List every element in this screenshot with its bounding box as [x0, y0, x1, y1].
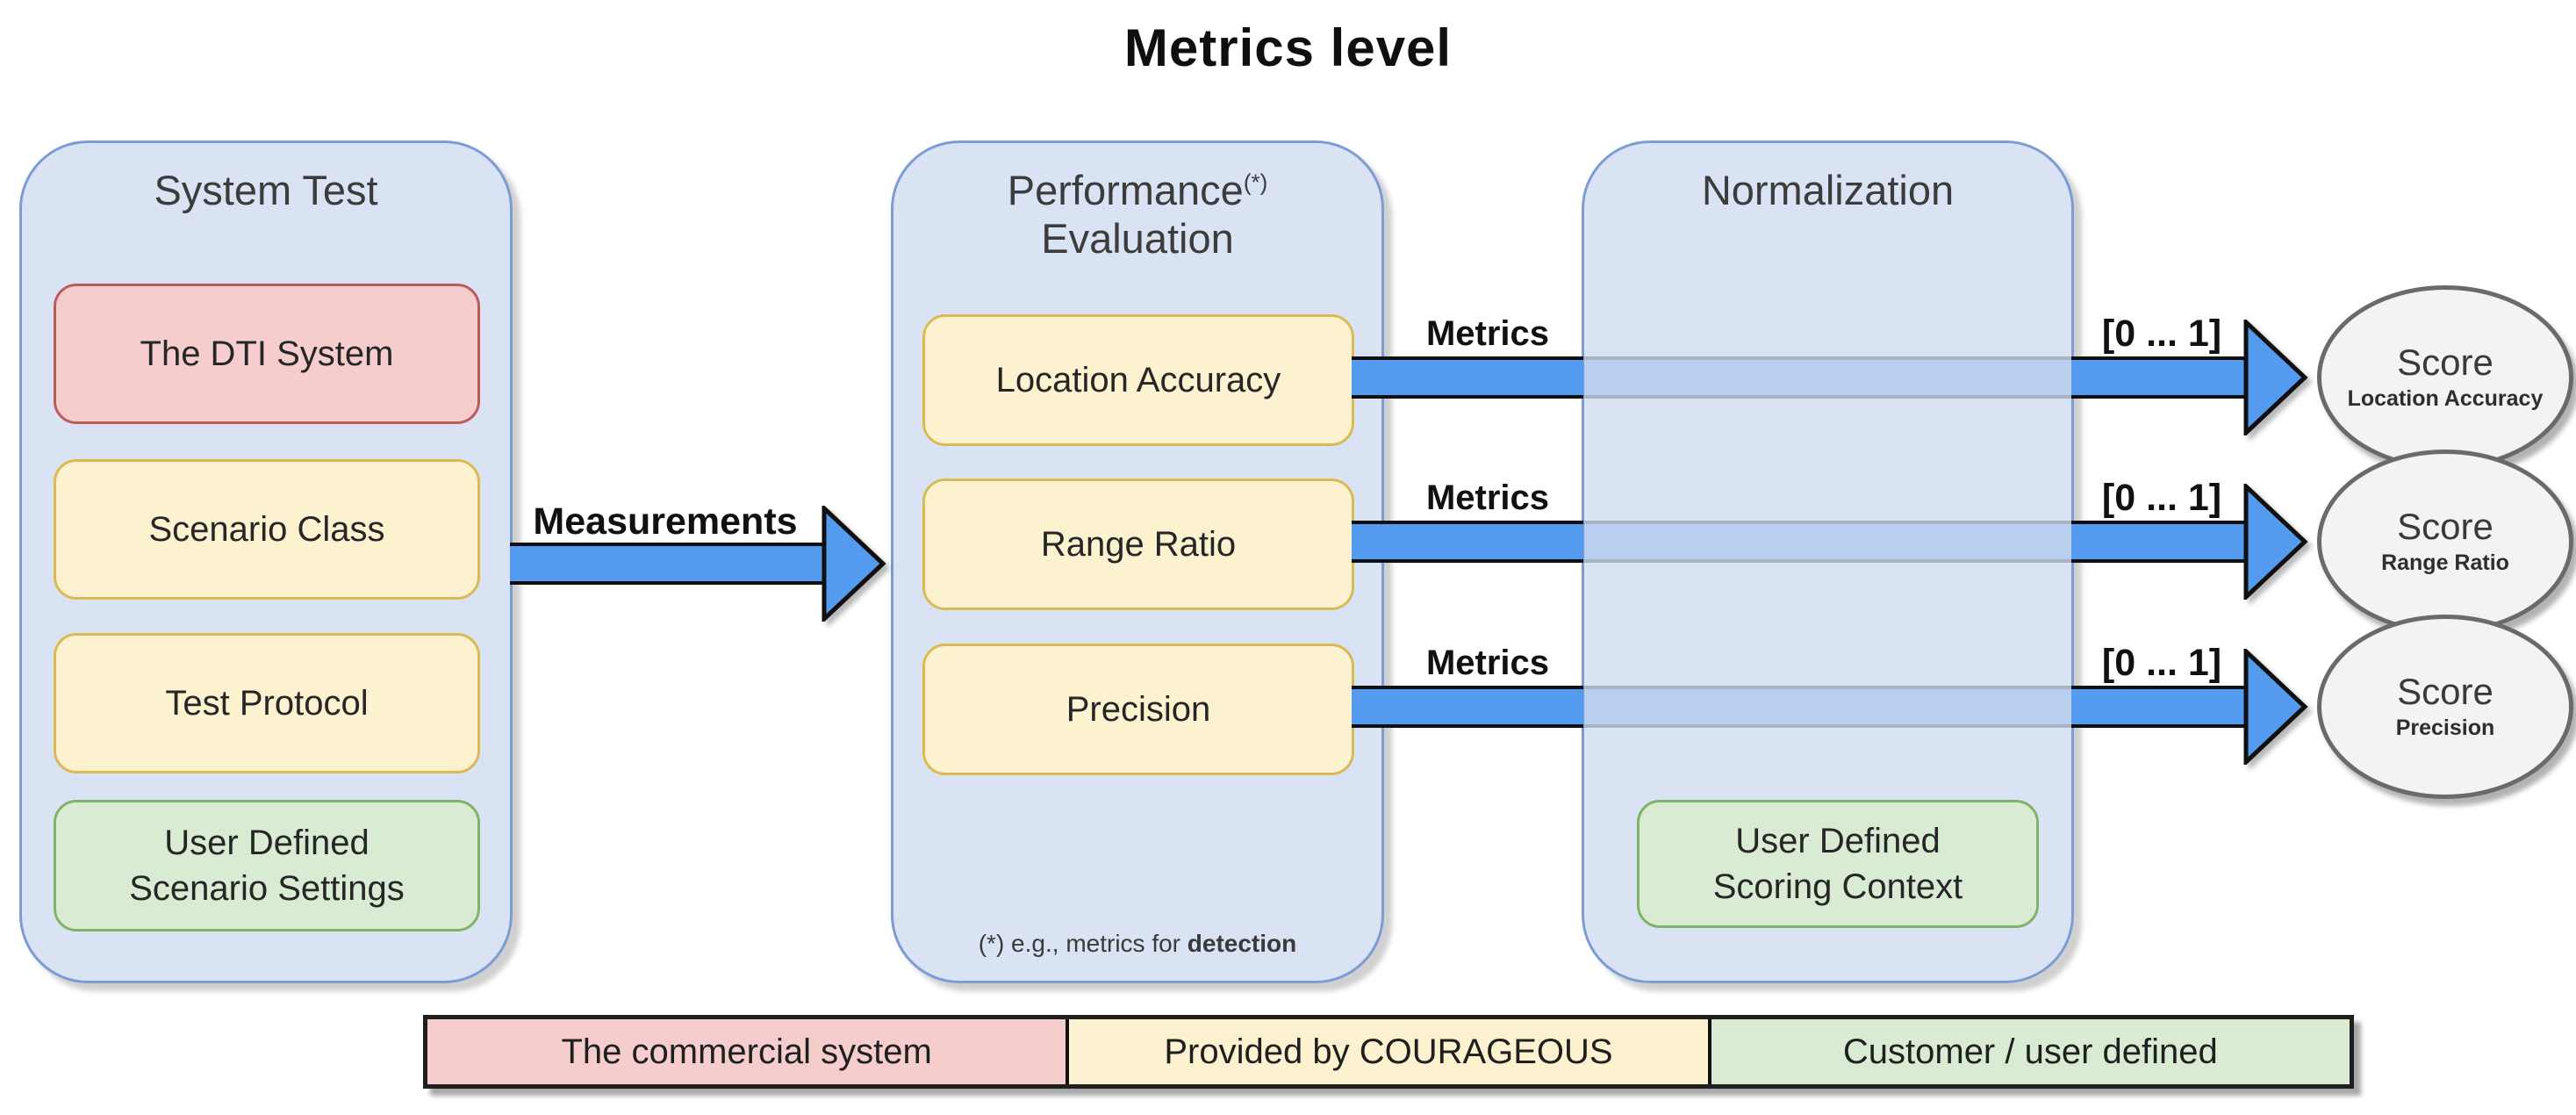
legend: The commercial system Provided by COURAG… [423, 1015, 2354, 1089]
range-label-2: [0 ... 1] [2101, 477, 2222, 519]
container-system-test: System Test The DTI System Scenario Clas… [19, 140, 513, 983]
node-the-dti-system: The DTI System [54, 284, 480, 424]
score-node-precision: Score Precision [2317, 615, 2573, 799]
performance-footnote: (*) e.g., metrics for detection [893, 930, 1381, 958]
measurements-arrow-body [510, 543, 824, 585]
metrics-arrow-left-segment-3 [1352, 686, 1583, 728]
metrics-arrow-right-segment-1 [2071, 356, 2247, 399]
performance-title-main: Performance [1007, 167, 1244, 213]
score-subtitle: Location Accuracy [2347, 385, 2544, 411]
node-range-ratio: Range Ratio [922, 478, 1354, 610]
metrics-arrow-left-segment-2 [1352, 521, 1583, 563]
score-node-location-accuracy: Score Location Accuracy [2317, 285, 2573, 470]
node-location-accuracy: Location Accuracy [922, 314, 1354, 446]
page-title: Metrics level [1123, 18, 1453, 77]
legend-item-customer-user-defined: Customer / user defined [1707, 1019, 2350, 1084]
score-title: Score [2397, 506, 2493, 548]
legend-item-commercial-system: The commercial system [427, 1019, 1066, 1084]
measurements-arrowhead-icon [822, 506, 886, 622]
score-subtitle: Range Ratio [2381, 550, 2509, 575]
node-user-defined-scenario-settings: User Defined Scenario Settings [54, 800, 480, 932]
metrics-arrowhead-icon-2 [2243, 484, 2308, 600]
footnote-bold-word: detection [1187, 930, 1297, 957]
metrics-arrow-left-segment-1 [1352, 356, 1583, 399]
node-scenario-class: Scenario Class [54, 459, 480, 600]
node-test-protocol: Test Protocol [54, 633, 480, 773]
metrics-arrow-label-3: Metrics [1425, 644, 1550, 682]
node-precision: Precision [922, 644, 1354, 775]
range-label-3: [0 ... 1] [2101, 642, 2222, 684]
score-title: Score [2397, 342, 2493, 384]
metrics-arrowhead-icon-3 [2243, 649, 2308, 765]
container-performance-evaluation-title: Performance(*) Evaluation [893, 166, 1381, 263]
range-label-1: [0 ... 1] [2101, 313, 2222, 355]
metrics-arrow-right-segment-3 [2071, 686, 2247, 728]
score-node-range-ratio: Score Range Ratio [2317, 450, 2573, 634]
node-user-defined-scoring-context: User Defined Scoring Context [1637, 800, 2039, 928]
container-system-test-title: System Test [154, 167, 378, 213]
metrics-arrowhead-icon-1 [2243, 320, 2308, 435]
metrics-arrow-label-2: Metrics [1425, 478, 1550, 517]
container-normalization: Normalization User Defined Scoring Conte… [1582, 140, 2074, 983]
container-performance-evaluation: Performance(*) Evaluation Location Accur… [891, 140, 1384, 983]
score-subtitle: Precision [2395, 715, 2495, 740]
footnote-text: (*) e.g., metrics for [978, 930, 1188, 957]
metrics-arrow-right-segment-2 [2071, 521, 2247, 563]
metrics-arrow-label-1: Metrics [1425, 314, 1550, 353]
score-title: Score [2397, 671, 2493, 713]
performance-title-footnote-marker: (*) [1243, 169, 1268, 196]
measurements-arrow-label: Measurements [533, 500, 798, 543]
container-normalization-title: Normalization [1701, 167, 1955, 213]
legend-item-provided-by-courageous: Provided by COURAGEOUS [1066, 1019, 1708, 1084]
performance-title-line2: Evaluation [1041, 215, 1234, 263]
